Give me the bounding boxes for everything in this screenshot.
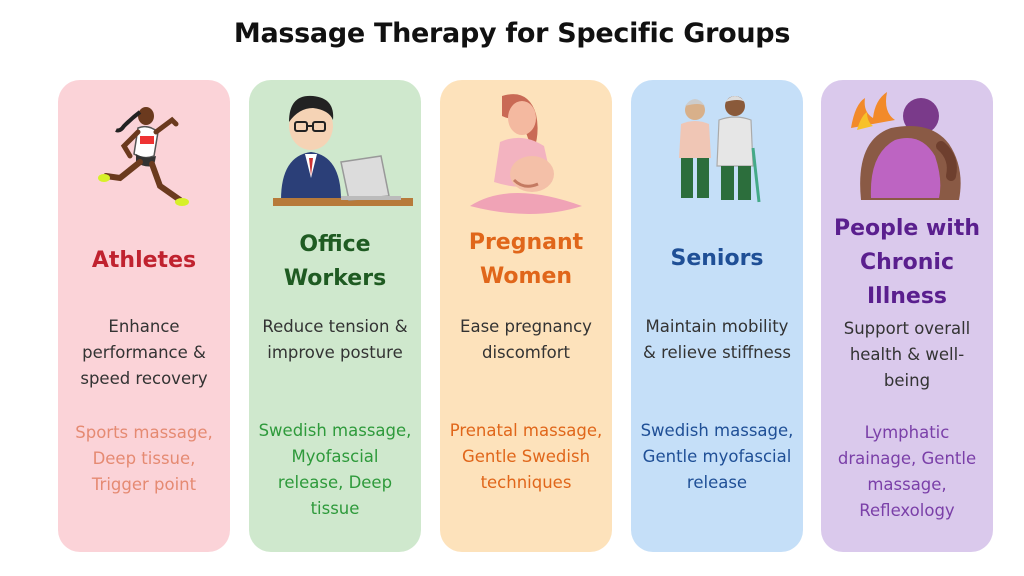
pregnant-woman-illustration — [440, 88, 612, 218]
page-title: Massage Therapy for Specific Groups — [233, 18, 791, 49]
card-heading: Pregnant Women — [468, 230, 584, 289]
card-techniques: Swedish massage, Myofascial release, Dee… — [258, 421, 412, 518]
card-techniques: Swedish massage, Gentle myofascial relea… — [640, 421, 794, 492]
card-description: Ease pregnancy discomfort — [460, 317, 592, 362]
card-heading: People with Chronic Illness — [833, 216, 981, 309]
chronic-pain-person-illustration — [821, 88, 993, 218]
card-pregnant-women: Pregnant Women Ease pregnancy discomfort… — [440, 80, 612, 552]
card-techniques: Sports massage, Deep tissue, Trigger poi… — [75, 423, 213, 494]
card-office-workers: Office Workers Reduce tension & improve … — [249, 80, 421, 552]
card-techniques: Prenatal massage, Gentle Swedish techniq… — [449, 421, 603, 492]
card-description: Enhance performance & speed recovery — [80, 317, 208, 388]
card-seniors: Seniors Maintain mobility & relieve stif… — [631, 80, 803, 552]
card-techniques: Lymphatic drainage, Gentle massage, Refl… — [837, 423, 977, 520]
card-athletes: Athletes Enhance performance & speed rec… — [58, 80, 230, 552]
senior-couple-illustration — [631, 88, 803, 218]
runner-athlete-illustration — [58, 88, 230, 218]
card-heading: Athletes — [91, 248, 197, 273]
office-worker-laptop-illustration — [249, 88, 421, 218]
card-description: Reduce tension & improve posture — [262, 317, 408, 362]
card-heading: Office Workers — [283, 232, 387, 291]
card-description: Support overall health & well- being — [843, 319, 971, 390]
card-heading: Seniors — [670, 246, 764, 271]
card-description: Maintain mobility & relieve stiffness — [643, 317, 791, 362]
card-chronic-illness: People with Chronic Illness Support over… — [821, 80, 993, 552]
